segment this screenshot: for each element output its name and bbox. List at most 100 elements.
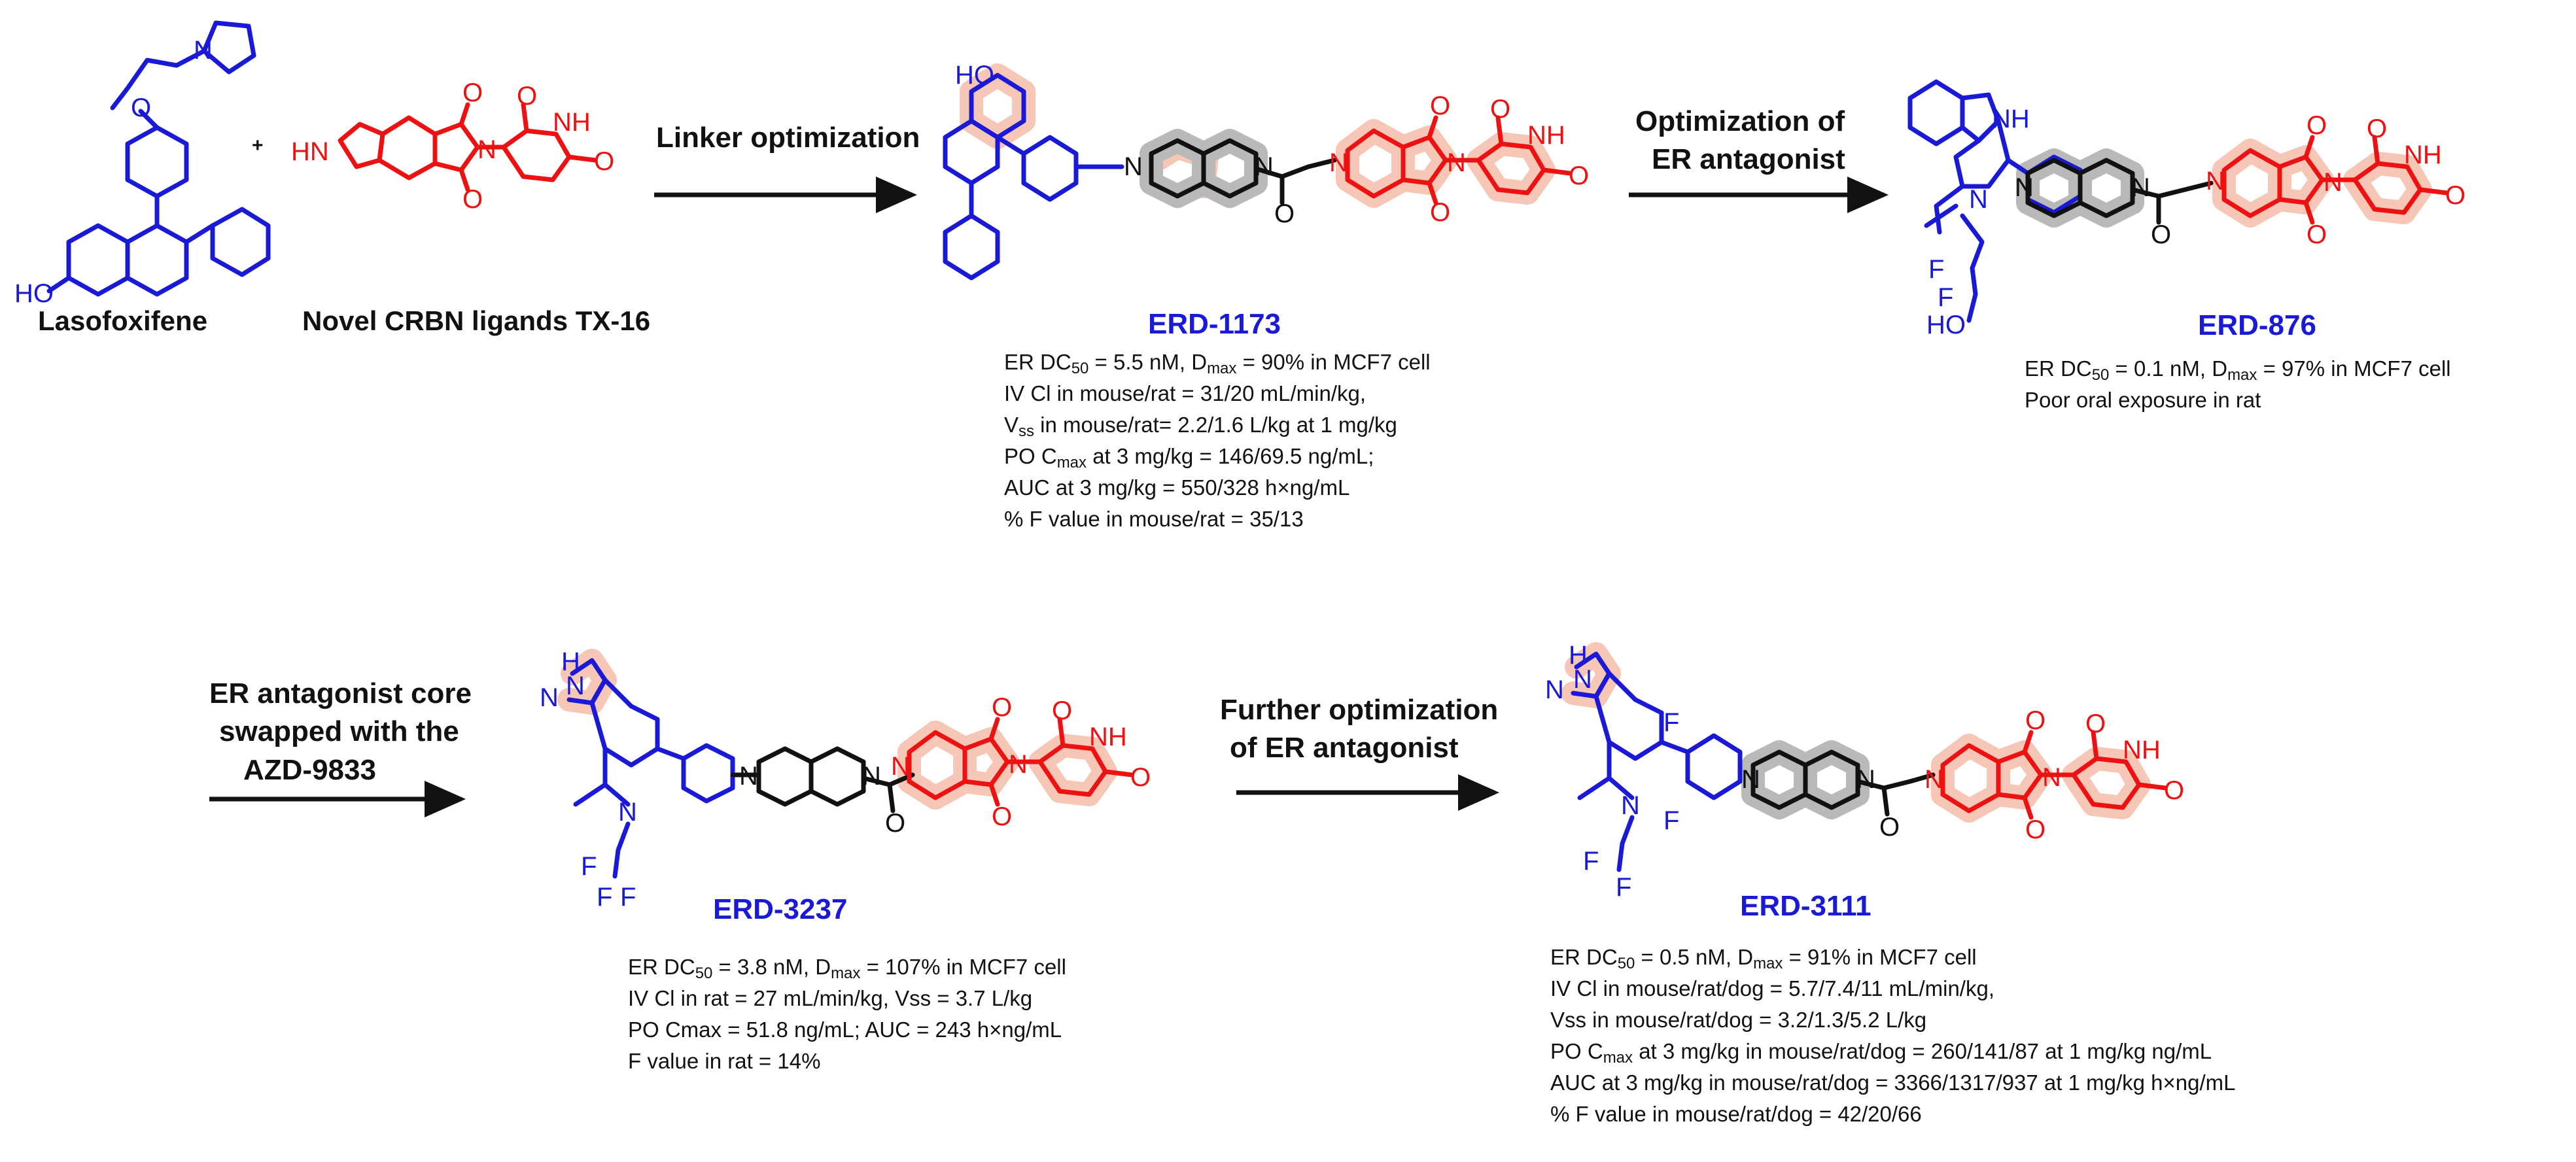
erd1173-property-line: ER DC50 = 5.5 nM, Dmax = 90% in MCF7 cel… — [1004, 350, 1431, 377]
erd876-o3-label: O — [2367, 114, 2387, 143]
lasofoxifene-structure: N O HO Lasofoxifene — [14, 20, 271, 336]
erd3237-nh-label: NH — [1089, 723, 1127, 751]
erd3237-n1-label: N — [566, 672, 585, 700]
erd1173-o2-label: O — [1430, 198, 1450, 227]
erd1173-n3-label: N — [1329, 148, 1348, 177]
erd876-nh-label: NH — [1992, 105, 2030, 133]
erd876-nh2-label: NH — [2404, 141, 2442, 169]
erd876-o4-label: O — [2445, 181, 2465, 210]
erd876-o-label: O — [2151, 220, 2171, 249]
erd876-properties: ER DC50 = 0.1 nM, Dmax = 97% in MCF7 cel… — [2025, 356, 2451, 412]
erd3237-o-label: O — [885, 809, 905, 838]
step3-label-line2: swapped with the — [219, 715, 459, 747]
tx16-nh-label: NH — [553, 108, 591, 137]
erd3111-f1-label: F — [1663, 708, 1679, 737]
erd3237-o2-label: O — [992, 802, 1012, 831]
erd3111-o1-label: O — [2025, 706, 2045, 735]
erd3237-n6-label: N — [891, 752, 910, 781]
erd3237-n4-label: N — [739, 762, 758, 791]
erd3237-property-line: F value in rat = 14% — [628, 1049, 820, 1073]
erd3237-property-line: PO Cmax = 51.8 ng/mL; AUC = 243 h×ng/mL — [628, 1017, 1062, 1042]
erd3111-o3-label: O — [2085, 709, 2106, 738]
erd3111-n1-label: N — [1573, 665, 1592, 694]
lasofoxifene-name: Lasofoxifene — [38, 305, 207, 336]
erd3237-f3-label: F — [620, 883, 636, 912]
step1-label: Linker optimization — [656, 122, 920, 154]
tx16-o2-label: O — [462, 185, 483, 214]
erd3111-property-line: ER DC50 = 0.5 nM, Dmax = 91% in MCF7 cel… — [1550, 945, 1977, 972]
erd3237-o3-label: O — [1052, 696, 1072, 725]
lasofoxifene-n-label: N — [194, 36, 213, 65]
tx16-o3-label: O — [517, 82, 537, 111]
erd3111-n7-label: N — [2042, 763, 2061, 792]
tx16-name: Novel CRBN ligands TX-16 — [302, 305, 650, 336]
erd876-n1-label: N — [2015, 173, 2034, 202]
erd3111-structure: H N N N F F F F N N O N O O N O NH O ERD… — [1545, 641, 2184, 922]
erd3237-n7-label: N — [1009, 750, 1028, 779]
erd1173-nh-label: NH — [1527, 121, 1565, 150]
erd3111-o-label: O — [1879, 813, 1900, 842]
lasofoxifene-o-label: O — [131, 94, 151, 122]
erd3237-o4-label: O — [1130, 763, 1151, 792]
erd3111-nh-label: NH — [2123, 736, 2161, 764]
erd1173-n4-label: N — [1447, 148, 1466, 177]
erd3111-property-line: PO Cmax at 3 mg/kg in mouse/rat/dog = 26… — [1550, 1039, 2212, 1067]
erd3237-name: ERD-3237 — [713, 893, 847, 925]
erd1173-name: ERD-1173 — [1148, 308, 1281, 340]
erd3111-n3-label: N — [1621, 791, 1640, 820]
erd3237-n2-label: N — [540, 683, 559, 712]
erd3111-n6-label: N — [1924, 765, 1943, 794]
erd3237-property-line: IV Cl in rat = 27 mL/min/kg, Vss = 3.7 L… — [628, 986, 1032, 1010]
erd1173-n2-label: N — [1255, 152, 1274, 181]
erd876-n-label: N — [1969, 185, 1988, 214]
lasofoxifene-ho-label: HO — [14, 279, 54, 308]
erd1173-property-line: PO Cmax at 3 mg/kg = 146/69.5 ng/mL; — [1004, 444, 1374, 471]
erd3237-structure: H N N N F F F N N O N O O N O NH O ERD-3… — [540, 647, 1151, 925]
erd3237-properties: ER DC50 = 3.8 nM, Dmax = 107% in MCF7 ce… — [628, 955, 1066, 1073]
erd3111-n2-label: N — [1545, 675, 1564, 704]
erd3111-f3-label: F — [1583, 847, 1599, 876]
erd1173-property-line: IV Cl in mouse/rat = 31/20 mL/min/kg, — [1004, 381, 1366, 405]
erd1173-structure: HO N N O N O O N O NH O ERD-1173 — [943, 61, 1589, 340]
erd3237-o1-label: O — [992, 693, 1012, 722]
erd3237-f1-label: F — [581, 852, 597, 881]
tx16-hn-label: HN — [291, 137, 329, 166]
erd1173-o1-label: O — [1430, 92, 1450, 120]
erd3111-o2-label: O — [2025, 815, 2045, 844]
erd1173-property-line: Vss in mouse/rat= 2.2/1.6 L/kg at 1 mg/k… — [1004, 413, 1397, 440]
step2-label-line2: ER antagonist — [1652, 143, 1845, 175]
erd3237-n3-label: N — [618, 798, 637, 827]
erd876-f2-label: F — [1938, 283, 1953, 312]
erd876-n2-label: N — [2131, 173, 2150, 202]
erd3237-n5-label: N — [862, 762, 881, 791]
erd876-o1-label: O — [2306, 111, 2327, 140]
erd876-n3-label: N — [2206, 167, 2225, 196]
erd1173-properties: ER DC50 = 5.5 nM, Dmax = 90% in MCF7 cel… — [1004, 350, 1431, 531]
erd3111-f4-label: F — [1616, 873, 1631, 902]
erd1173-ho-label: HO — [955, 61, 994, 90]
erd3111-n5-label: N — [1856, 765, 1875, 794]
erd3111-n4-label: N — [1741, 765, 1760, 794]
erd3237-property-line: ER DC50 = 3.8 nM, Dmax = 107% in MCF7 ce… — [628, 955, 1066, 982]
erd3237-f2-label: F — [597, 883, 612, 912]
erd1173-o3-label: O — [1490, 95, 1510, 124]
step4-label-line2: of ER antagonist — [1230, 732, 1459, 764]
erd3111-property-line: AUC at 3 mg/kg in mouse/rat/dog = 3366/1… — [1550, 1070, 2235, 1095]
erd3111-property-line: % F value in mouse/rat/dog = 42/20/66 — [1550, 1102, 1922, 1126]
plus-sign: + — [252, 135, 264, 156]
erd1173-property-line: % F value in mouse/rat = 35/13 — [1004, 507, 1304, 531]
erd3111-property-line: Vss in mouse/rat/dog = 3.2/1.3/5.2 L/kg — [1550, 1008, 1926, 1032]
erd876-property-line: Poor oral exposure in rat — [2025, 388, 2261, 412]
erd3111-property-line: IV Cl in mouse/rat/dog = 5.7/7.4/11 mL/m… — [1550, 976, 1994, 1000]
step2-label-line1: Optimization of — [1635, 105, 1845, 137]
step3-label-line1: ER antagonist core — [209, 677, 472, 709]
erd876-f1-label: F — [1928, 255, 1944, 284]
erd3111-o4-label: O — [2164, 776, 2184, 805]
erd876-n4-label: N — [2324, 168, 2342, 197]
step4-label-line1: Further optimization — [1220, 694, 1498, 726]
tx16-structure: HN O O N O NH O Novel CRBN ligands TX-16 — [291, 78, 650, 336]
erd3111-name: ERD-3111 — [1740, 890, 1871, 922]
tx16-n-label: N — [478, 135, 496, 164]
